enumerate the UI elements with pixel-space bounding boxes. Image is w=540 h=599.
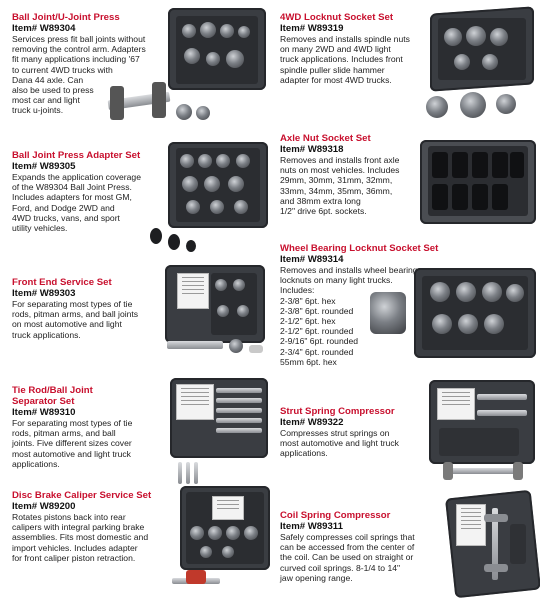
item-number: Item# W89304 xyxy=(12,23,76,34)
axle-nut-socket-photo xyxy=(418,138,538,230)
product-title: Strut Spring Compressor xyxy=(280,406,395,417)
product-title: Tie Rod/Ball Joint xyxy=(12,385,93,396)
adapter-set-photo xyxy=(150,142,270,260)
disc-brake-caliper-photo xyxy=(152,486,272,596)
product-ball-joint-press: Ball Joint/U-Joint Press Item# W89304 Se… xyxy=(12,12,174,116)
strut-compressor-photo xyxy=(425,380,537,488)
product-wheel-bearing-locknut-set: Wheel Bearing Locknut Socket Set Item# W… xyxy=(280,243,440,367)
product-disc-brake-caliper-set: Disc Brake Caliper Service Set Item# W89… xyxy=(12,490,197,563)
front-end-service-photo xyxy=(155,265,270,365)
item-number: Item# W89305 xyxy=(12,161,76,172)
item-number: Item# W89310 xyxy=(12,407,76,418)
product-title: Disc Brake Caliper Service Set xyxy=(12,490,152,501)
product-title: 4WD Locknut Socket Set xyxy=(280,12,394,23)
product-strut-spring-compressor: Strut Spring Compressor Item# W89322 Com… xyxy=(280,406,430,459)
item-number: Item# W89318 xyxy=(280,144,344,155)
product-4wd-locknut-socket-set: 4WD Locknut Socket Set Item# W89319 Remo… xyxy=(280,12,430,85)
product-ball-joint-adapter-set: Ball Joint Press Adapter Set Item# W8930… xyxy=(12,150,174,233)
item-number: Item# W89314 xyxy=(280,254,344,265)
wheel-bearing-locknut-photo xyxy=(370,262,538,362)
product-title: Axle Nut Socket Set xyxy=(280,133,371,144)
4wd-locknut-socket-photo xyxy=(420,6,538,126)
product-title: Ball Joint Press Adapter Set xyxy=(12,150,141,161)
product-front-end-service-set: Front End Service Set Item# W89303 For s… xyxy=(12,277,174,340)
product-tie-rod-separator-set: Tie Rod/Ball Joint Separator Set Item# W… xyxy=(12,385,174,469)
product-axle-nut-socket-set: Axle Nut Socket Set Item# W89318 Removes… xyxy=(280,133,430,216)
ball-joint-press-photo xyxy=(107,8,268,126)
product-title-line-2: Separator Set xyxy=(12,396,75,407)
coil-compressor-photo xyxy=(445,489,540,599)
product-title: Wheel Bearing Locknut Socket Set xyxy=(280,243,439,254)
product-title: Ball Joint/U-Joint Press xyxy=(12,12,120,23)
product-title: Front End Service Set xyxy=(12,277,112,288)
item-number: Item# W89322 xyxy=(280,417,344,428)
product-title: Coil Spring Compressor xyxy=(280,510,391,521)
item-number: Item# W89303 xyxy=(12,288,76,299)
item-number: Item# W89200 xyxy=(12,501,76,512)
item-number: Item# W89319 xyxy=(280,23,344,34)
product-coil-spring-compressor: Coil Spring Compressor Item# W89311 Safe… xyxy=(280,510,440,583)
tie-rod-separator-photo xyxy=(168,378,270,486)
item-number: Item# W89311 xyxy=(280,521,343,532)
